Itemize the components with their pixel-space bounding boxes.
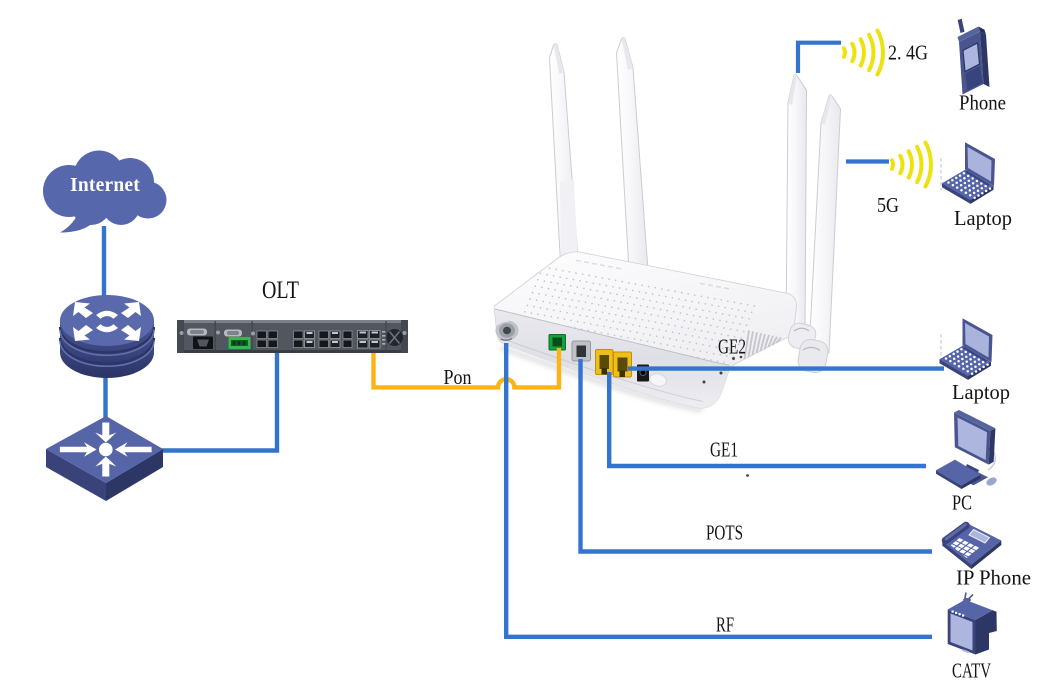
svg-text:5G: 5G bbox=[877, 193, 899, 217]
svg-text:Laptop: Laptop bbox=[954, 206, 1012, 230]
svg-text:Pon: Pon bbox=[444, 365, 472, 389]
svg-text:GE2: GE2 bbox=[718, 335, 746, 359]
svg-text:GE1: GE1 bbox=[710, 438, 738, 462]
svg-text:Internet: Internet bbox=[70, 175, 140, 196]
svg-text:RF: RF bbox=[716, 613, 734, 637]
svg-text:Laptop: Laptop bbox=[952, 380, 1010, 404]
svg-text:2. 4G: 2. 4G bbox=[888, 41, 928, 65]
svg-text:IP Phone: IP Phone bbox=[956, 566, 1031, 590]
svg-text:POTS: POTS bbox=[706, 521, 743, 545]
svg-text:OLT: OLT bbox=[262, 277, 299, 304]
svg-text:CATV: CATV bbox=[952, 659, 991, 683]
svg-text:Phone: Phone bbox=[959, 91, 1006, 115]
svg-text:PC: PC bbox=[952, 491, 972, 515]
